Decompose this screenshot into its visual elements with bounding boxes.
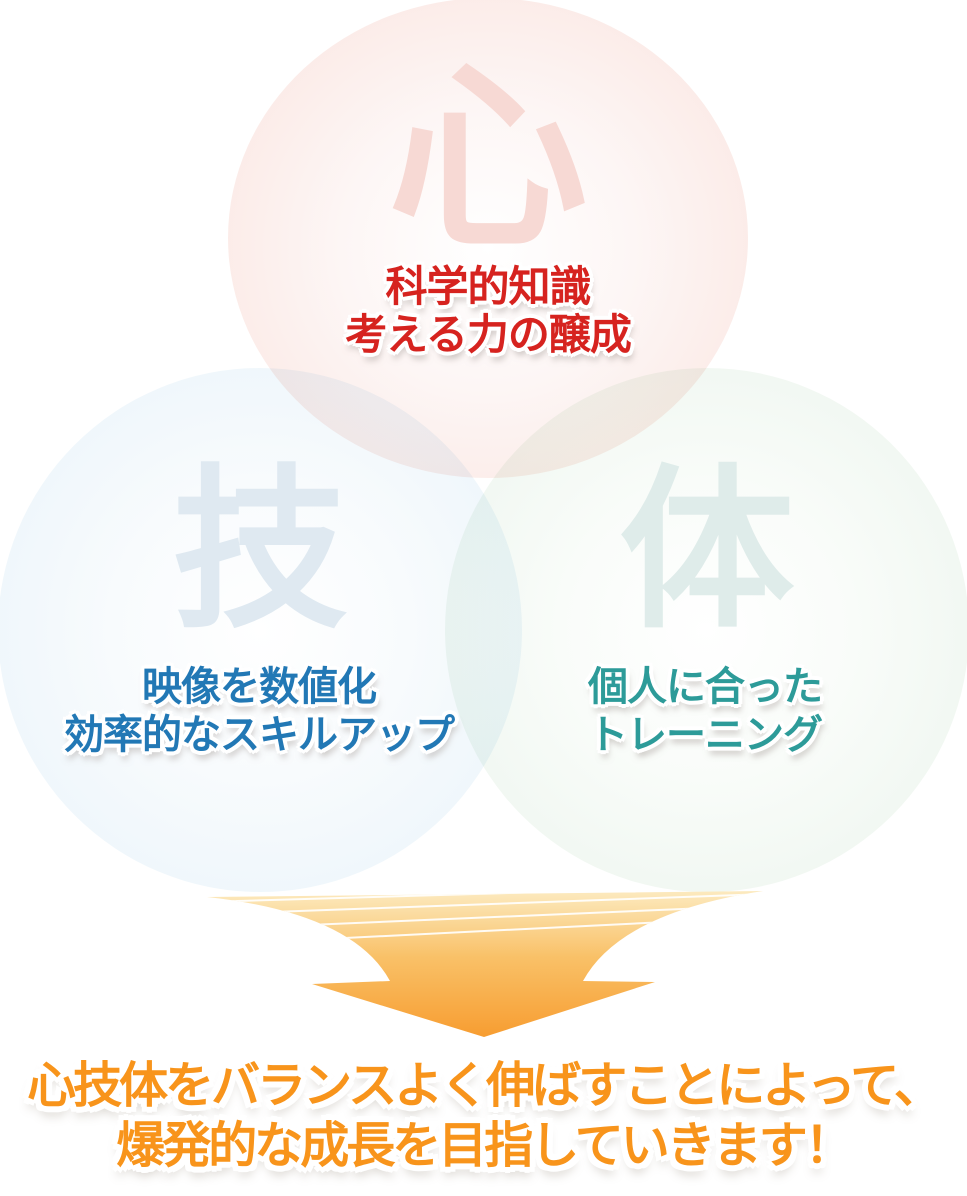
circle-body: 体 xyxy=(445,368,967,892)
kanji-mind-watermark: 心 xyxy=(387,48,589,271)
circle-skill: 技 xyxy=(0,368,522,892)
down-arrow-shape xyxy=(207,891,763,1037)
footer-headline: 心技体をバランスよく伸ばすことによって、 爆発的な成長を目指していきます！ xyxy=(0,1056,967,1176)
footer-line-2: 爆発的な成長を目指していきます！ xyxy=(116,1119,854,1173)
caption-body-line-2: トレーニング xyxy=(588,713,823,757)
caption-body: 個人に合った トレーニング xyxy=(588,663,823,759)
footer-line-1: 心技体をバランスよく伸ばすことによって、 xyxy=(27,1059,943,1113)
down-arrow-icon xyxy=(207,891,763,1037)
caption-body-line-1: 個人に合った xyxy=(588,665,823,709)
caption-skill: 映像を数値化 効率的なスキルアップ xyxy=(64,663,455,759)
caption-mind-line-1: 科学的知識 xyxy=(385,263,591,310)
caption-mind: 科学的知識 考える力の醸成 xyxy=(345,263,632,359)
caption-skill-line-1: 映像を数値化 xyxy=(142,665,377,709)
caption-mind-line-2: 考える力の醸成 xyxy=(345,311,632,358)
kanji-skill-watermark: 技 xyxy=(172,454,348,649)
kanji-body-watermark: 体 xyxy=(619,454,795,649)
caption-skill-line-2: 効率的なスキルアップ xyxy=(64,713,455,757)
